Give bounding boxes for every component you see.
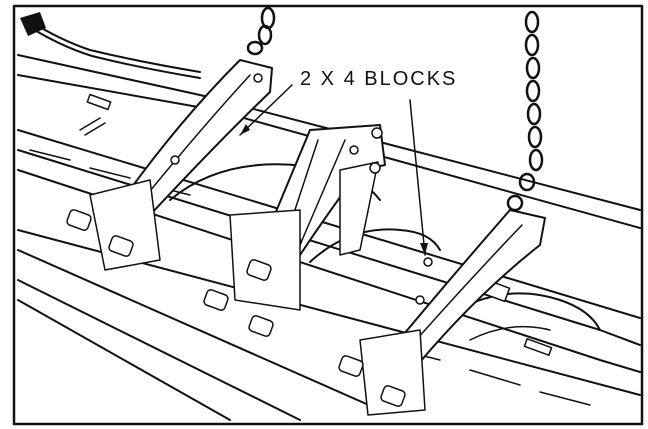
callout-leaders [239, 84, 428, 256]
chain-left [246, 6, 276, 56]
chain-right [506, 10, 544, 212]
lift-arm-left [66, 59, 273, 271]
hydraulic-hose [20, 12, 201, 79]
figure-border [12, 4, 644, 426]
hydraulic-cylinder [203, 124, 386, 337]
lift-arm-right [338, 209, 546, 416]
callout-label: 2 X 4 BLOCKS [300, 68, 457, 90]
